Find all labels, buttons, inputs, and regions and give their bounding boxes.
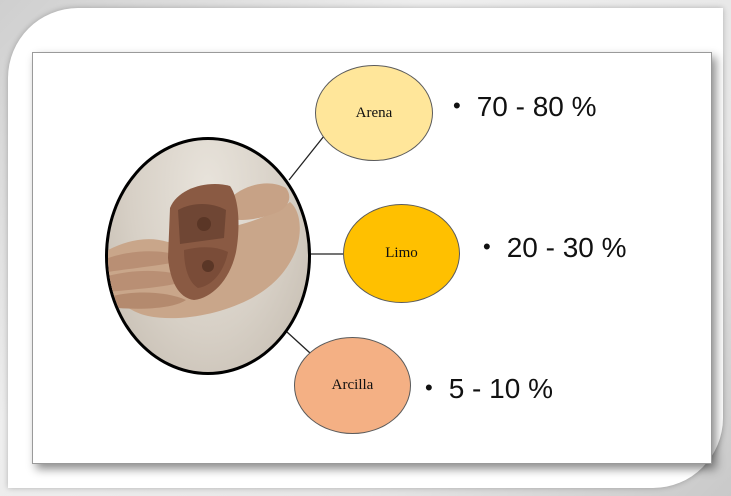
component-label-limo: Limo — [385, 245, 418, 262]
component-bubble-arcilla: Arcilla — [294, 337, 411, 434]
bullet-arcilla: • — [425, 375, 433, 401]
component-range-limo: • 20 - 30 % — [483, 232, 627, 264]
component-bubble-arena: Arena — [315, 65, 433, 161]
range-value-arena: 70 - 80 % — [477, 91, 597, 122]
soil-sample-photo — [105, 137, 311, 375]
range-value-limo: 20 - 30 % — [507, 232, 627, 263]
bullet-limo: • — [483, 234, 491, 260]
component-bubble-limo: Limo — [343, 204, 460, 303]
component-label-arena: Arena — [356, 105, 393, 122]
bullet-arena: • — [453, 93, 461, 119]
component-range-arcilla: • 5 - 10 % — [425, 373, 553, 405]
hand-with-soil-icon — [108, 140, 308, 372]
component-label-arcilla: Arcilla — [332, 377, 374, 394]
range-value-arcilla: 5 - 10 % — [449, 373, 553, 404]
component-range-arena: • 70 - 80 % — [453, 91, 597, 123]
